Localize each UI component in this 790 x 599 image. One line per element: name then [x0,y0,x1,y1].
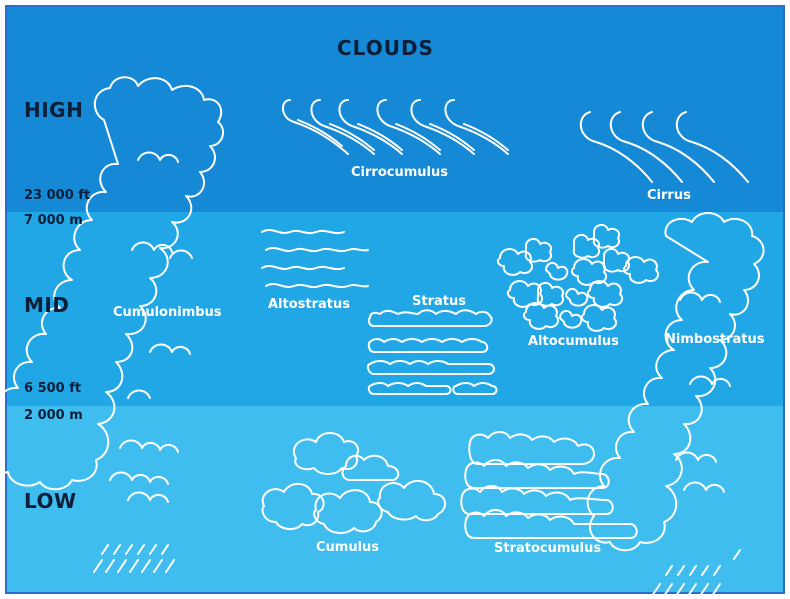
nimbostratus-label: Nimbostratus [665,332,765,347]
cirrocumulus-label: Cirrocumulus [351,165,448,180]
frame [5,5,785,594]
high-band [6,6,784,212]
cumulonimbus-label: Cumulonimbus [113,305,222,320]
level-low-label: LOW [24,489,77,513]
altitude-mid-ft: 6 500 ft [24,381,82,396]
cumulus-label: Cumulus [316,540,380,555]
level-high-label: HIGH [24,98,84,122]
altocumulus-shape [496,224,660,332]
cumulus-shape [261,432,446,534]
altitude-high-m: 7 000 m [24,213,83,228]
stratus-shape [366,309,498,395]
altitude-high-ft: 23 000 ft [24,188,91,203]
cumulonimbus-shape [0,76,225,491]
nimbostratus-shape [586,212,765,552]
stratus-label: Stratus [412,294,466,309]
cirrus-label: Cirrus [647,188,691,203]
altostratus-label: Altostratus [268,297,351,312]
altostratus-shape [261,229,369,289]
nimbostratus-rain [651,549,741,597]
diagram-title: CLOUDS [337,36,434,60]
altitude-mid-m: 2 000 m [24,408,83,423]
cirrus-shape [580,111,749,183]
level-mid-label: MID [24,293,70,317]
stratocumulus-shape [460,431,638,539]
cirrocumulus-shape [282,99,509,155]
stratocumulus-label: Stratocumulus [494,541,602,556]
cumulonimbus-rain [93,544,175,573]
altocumulus-label: Altocumulus [528,334,619,349]
